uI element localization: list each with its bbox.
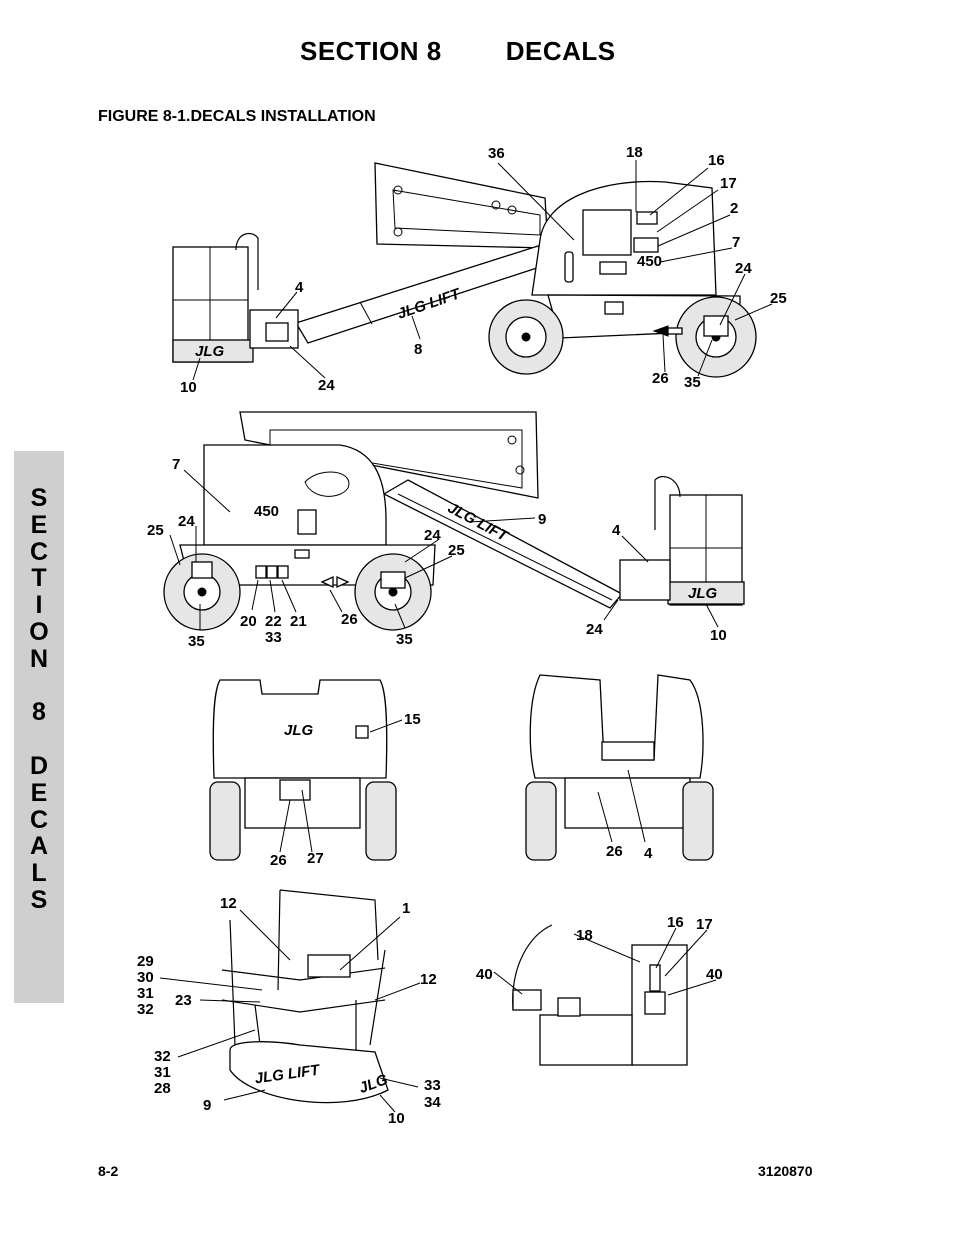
side-tab-letter: C [29,537,49,566]
callout-label: 15 [404,711,421,728]
callout-label: 25 [770,290,787,307]
callout-label: 12 [420,971,437,988]
figure-title: FIGURE 8-1.DECALS INSTALLATION [98,108,376,125]
machine-side-view-1: JLG LIFT 450 JLG [172,160,773,381]
callout-label: 25 [147,522,164,539]
side-tab-letter: I [35,591,43,620]
jlg-rear-decal: JLG [284,722,314,739]
callout-label: 24 [735,260,752,277]
callout-label: 29 [137,953,154,970]
callout-label: 23 [175,992,192,1009]
callout-label: 35 [684,374,701,391]
callout-label: 31 [154,1064,171,1081]
side-tab-letter: D [29,751,49,780]
callout-label: 18 [576,927,593,944]
callout-label: 36 [488,145,505,162]
callout-label: 9 [538,511,546,528]
callout-label: 20 [240,613,257,630]
side-tab-letter: T [31,564,47,593]
callout-label: 21 [290,613,307,630]
turntable-detail-view [493,924,717,1066]
callout-label: 7 [732,234,740,251]
callout-label: 12 [220,895,237,912]
callout-label: 16 [708,152,725,169]
callout-label: 24 [424,527,441,544]
callout-label: 10 [388,1110,405,1127]
model-450-decal-2: 450 [254,503,279,520]
callout-label: 10 [180,379,197,396]
side-tab-letter: N [29,644,49,673]
callout-label: 26 [341,611,358,628]
side-tab-letter: O [29,617,49,646]
callout-label: 18 [626,144,643,161]
side-tab-letter: 8 [32,698,46,727]
callout-label: 26 [270,852,287,869]
jlg-platform-decal-1: JLG [195,343,225,360]
callout-label: 24 [178,513,195,530]
callout-label: 32 [137,1001,154,1018]
callout-label: 9 [203,1097,211,1114]
callout-label: 4 [644,845,653,862]
callout-label: 24 [318,377,335,394]
callout-label: 26 [606,843,623,860]
callout-label: 33 [424,1077,441,1094]
side-tab-letter: S [30,484,48,512]
callout-label: 17 [720,175,737,192]
callout-label: 31 [137,985,154,1002]
callout-label: 1 [402,900,410,917]
callout-label: 40 [706,966,723,983]
callout-label: 34 [424,1094,441,1111]
callout-label: 32 [154,1048,171,1065]
callout-label: 33 [265,629,282,646]
document-number: 3120870 [758,1163,813,1179]
machine-front-view [525,674,714,861]
model-450-decal: 450 [637,253,662,270]
callout-label: 27 [307,850,324,867]
platform-detail-view: JLG LIFT JLG [159,889,421,1113]
callout-labels: 36 18 16 17 2 7 24 25 4 8 10 24 26 35 7 … [137,144,787,1127]
callout-label: 17 [696,916,713,933]
callout-label: 25 [448,542,465,559]
callout-label: 30 [137,969,154,986]
callout-label: 24 [586,621,603,638]
callout-label: 35 [188,633,205,650]
callout-label: 22 [265,613,282,630]
callout-label: 16 [667,914,684,931]
page-number: 8-2 [98,1163,119,1179]
callout-label: 28 [154,1080,171,1097]
callout-label: 4 [612,522,621,539]
side-tab-letter: E [30,778,48,807]
machine-side-view-2: JLG LIFT 450 JLG [163,411,745,631]
callout-label: 35 [396,631,413,648]
machine-rear-view: JLG [209,679,403,861]
callout-label: 8 [414,341,422,358]
callout-label: 10 [710,627,727,644]
section-title: DECALS [505,36,616,66]
callout-label: 40 [476,966,493,983]
side-tab-letter: C [29,805,49,834]
callout-label: 2 [730,200,738,217]
section-header: SECTION 8 DECALS [300,36,616,67]
callout-label: 26 [652,370,669,387]
callout-label: 7 [172,456,180,473]
side-tab-letter: E [30,510,48,539]
jlg-platform-decal-2: JLG [688,585,718,602]
side-tab-letter: A [29,832,49,861]
side-tab-letter: L [31,859,47,888]
side-tab-letter: S [30,885,48,914]
callout-label: 4 [295,279,304,296]
section-number: SECTION 8 [300,36,442,66]
